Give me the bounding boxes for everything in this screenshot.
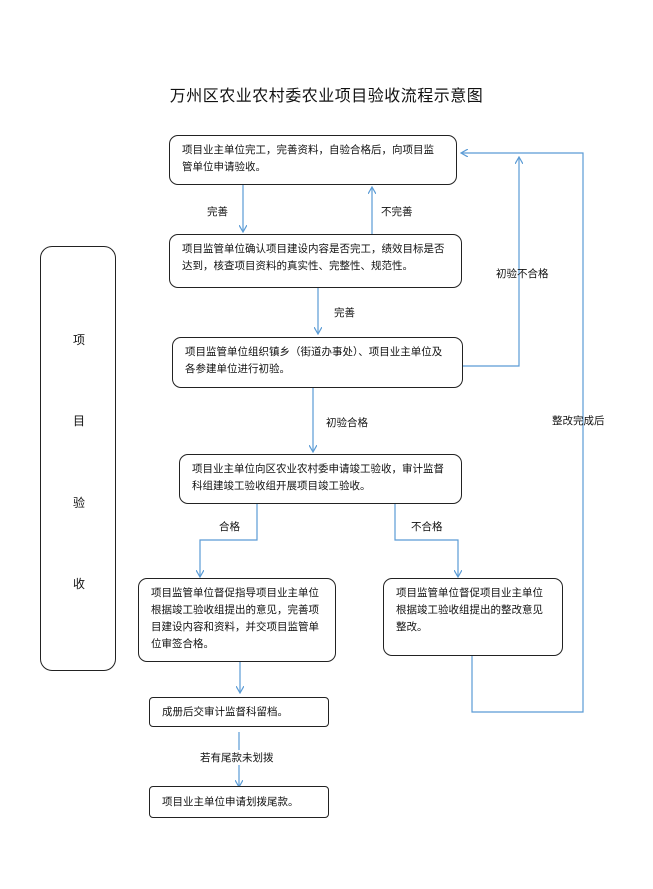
- side-label-box: 项 目 验 收: [40, 246, 116, 671]
- side-char: 收: [72, 577, 85, 591]
- edge-label-complete: 完善: [207, 206, 228, 218]
- edge-label-preliminary-pass: 初验合格: [326, 417, 368, 429]
- edge-label-preliminary-fail: 初验不合格: [496, 268, 549, 280]
- node-archive: 成册后交审计监督科留档。: [149, 697, 329, 727]
- arrow-n4-to-n5: [200, 504, 258, 576]
- edge-label-pass: 合格: [219, 521, 240, 533]
- node-supervisor-check: 项目监管单位确认项目建设内容是否完工，绩效目标是否达到，核查项目资料的真实性、完…: [169, 234, 462, 288]
- node-preliminary-inspection: 项目监管单位组织镇乡（街道办事处）、项目业主单位及各参建单位进行初验。: [172, 337, 463, 388]
- node-fail-rectification: 项目监管单位督促项目业主单位根据竣工验收组提出的整改意见整改。: [383, 578, 563, 656]
- edge-label-remaining-payment: 若有尾款未划拨: [198, 750, 276, 765]
- node-final-acceptance-request: 项目业主单位向区农业农村委申请竣工验收，审计监督科组建竣工验收组开展项目竣工验收…: [179, 454, 462, 504]
- page-title: 万州区农业农村委农业项目验收流程示意图: [169, 86, 484, 105]
- arrow-n4-to-n6: [394, 504, 458, 576]
- arrow-n3-to-n1-fail: [463, 158, 519, 367]
- side-char: 项: [72, 333, 85, 347]
- side-char: 目: [72, 414, 85, 428]
- edge-label-fail: 不合格: [411, 521, 443, 533]
- edge-label-after-rectification: 整改完成后: [552, 415, 605, 427]
- node-pass-improvement: 项目监管单位督促指导项目业主单位根据竣工验收组提出的意见，完善项目建设内容和资料…: [138, 578, 336, 662]
- node-owner-completion: 项目业主单位完工，完善资料，自验合格后，向项目监管单位申请验收。: [169, 135, 457, 185]
- node-final-payment: 项目业主单位申请划拨尾款。: [149, 786, 329, 818]
- edge-label-complete: 完善: [334, 307, 355, 319]
- edge-label-incomplete: 不完善: [381, 206, 413, 218]
- arrow-n6-to-n1-rework: [462, 153, 584, 713]
- side-char: 验: [72, 496, 85, 510]
